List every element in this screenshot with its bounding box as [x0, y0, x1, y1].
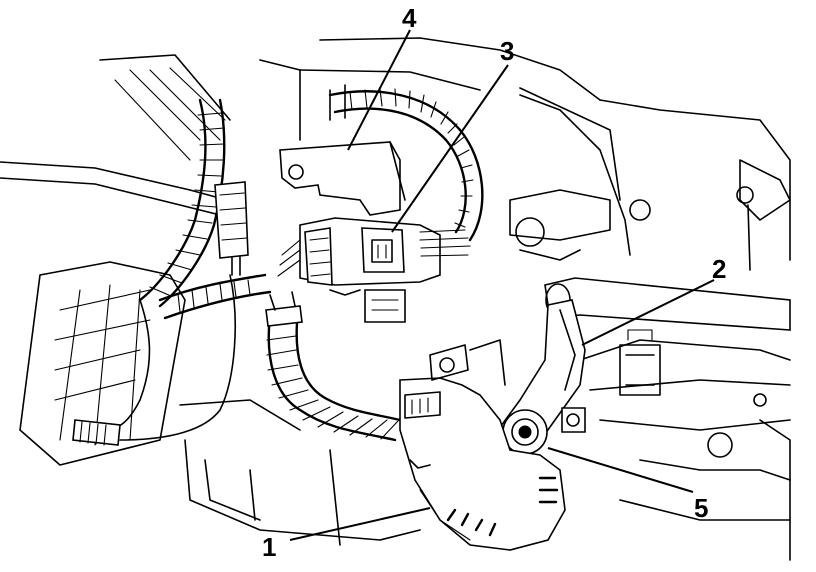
- callout-4: 4: [402, 3, 417, 33]
- callout-5: 5: [694, 493, 708, 523]
- leader-lines: [289, 29, 715, 541]
- leader-line-4: [347, 29, 411, 151]
- switch-harness: [265, 291, 402, 442]
- callout-labels: 1 2 3 4 5: [262, 3, 726, 562]
- manual-shift-lever: [497, 277, 791, 456]
- leader-line-1: [289, 507, 431, 541]
- leader-line-2: [581, 279, 715, 346]
- callout-3: 3: [500, 36, 514, 66]
- callout-2: 2: [712, 254, 726, 284]
- upper-loop-harness: [328, 88, 484, 242]
- harness-bracket: [279, 141, 406, 216]
- park-neutral-position-switch: [399, 339, 566, 551]
- left-wiring-harness: [72, 98, 272, 446]
- leader-line-3: [391, 64, 509, 233]
- leader-line-5: [547, 447, 694, 493]
- callout-1: 1: [262, 532, 276, 562]
- transmission-case-background: [0, 37, 791, 561]
- transmission-connector: [277, 217, 471, 323]
